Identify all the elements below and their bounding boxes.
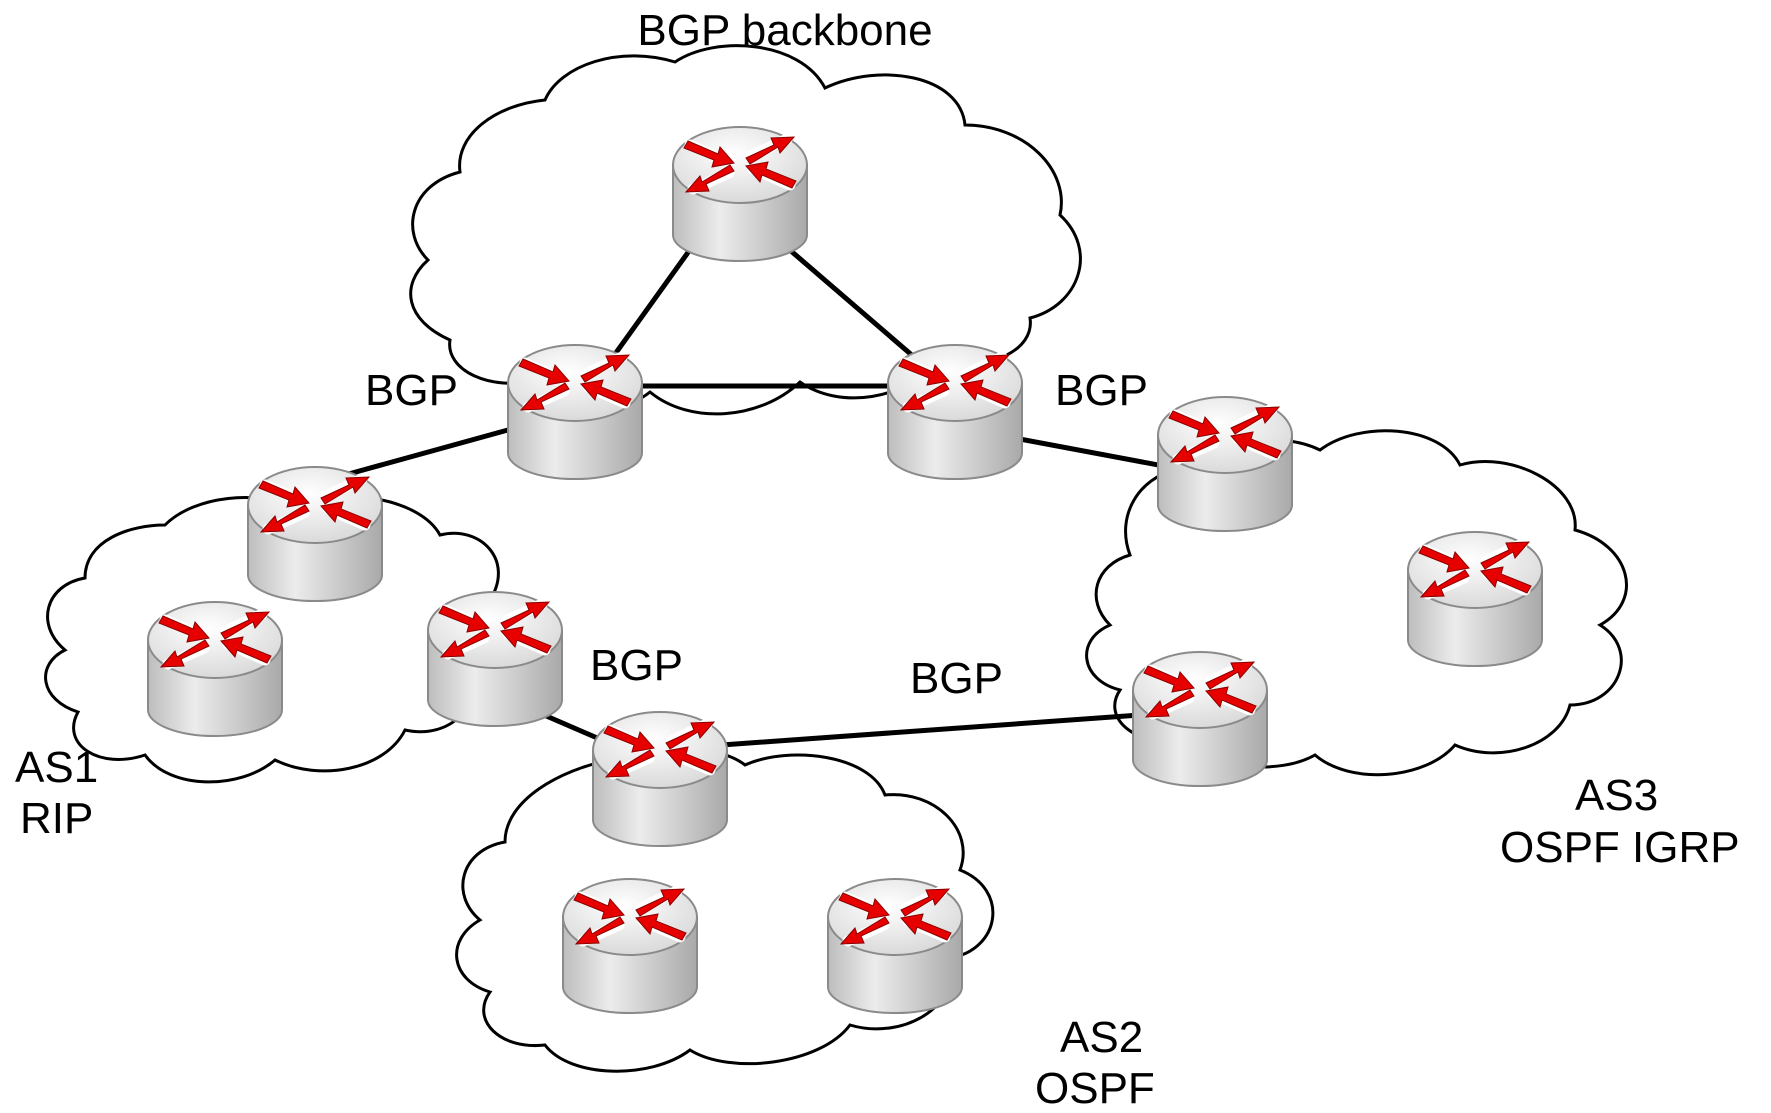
link-backbone-left-as1 bbox=[342, 425, 518, 478]
router-icon bbox=[148, 602, 282, 736]
as3-protocol-label: OSPF IGRP bbox=[1500, 823, 1740, 872]
link-as2-as3 bbox=[677, 712, 1143, 751]
as2-name-label: AS2 bbox=[1060, 1013, 1143, 1062]
bgp-label-right: BGP bbox=[1055, 366, 1148, 415]
router-icon bbox=[673, 127, 807, 261]
router-icon bbox=[888, 345, 1022, 479]
bgp-label-as1-as2: BGP bbox=[590, 641, 683, 690]
backbone-label: BGP backbone bbox=[637, 6, 932, 55]
router-icon bbox=[563, 879, 697, 1013]
router-icon bbox=[593, 712, 727, 846]
as1-name-label: AS1 bbox=[15, 743, 98, 792]
router-icon bbox=[428, 592, 562, 726]
router-icon bbox=[248, 467, 382, 601]
router-icon bbox=[1158, 397, 1292, 531]
bgp-label-as2-as3: BGP bbox=[910, 654, 1003, 703]
bgp-label-left: BGP bbox=[365, 366, 458, 415]
router-icon bbox=[1408, 532, 1542, 666]
as3-name-label: AS3 bbox=[1575, 771, 1658, 820]
as2-protocol-label: OSPF bbox=[1035, 1064, 1155, 1113]
as1-protocol-label: RIP bbox=[20, 794, 93, 843]
router-icon bbox=[1133, 652, 1267, 786]
router-icon bbox=[508, 345, 642, 479]
router-icon bbox=[828, 879, 962, 1013]
